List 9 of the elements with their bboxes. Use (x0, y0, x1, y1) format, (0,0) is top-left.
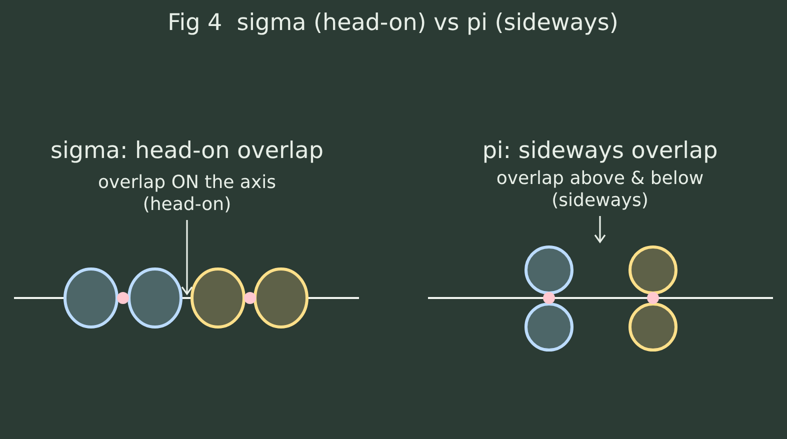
pi-overlap-drawing (428, 246, 773, 352)
panel-heading: sigma: head-on overlap (50, 138, 324, 164)
callout-text: overlap above & below (sideways) (450, 168, 750, 212)
sigma-overlap-drawing (14, 268, 359, 328)
leader-arrow (181, 220, 193, 295)
panel-heading: pi: sideways overlap (482, 138, 718, 164)
leader-arrow (594, 216, 606, 243)
figure-title: Fig 4 sigma (head-on) vs pi (sideways) (168, 10, 618, 36)
callout-text: overlap ON the axis (head-on) (67, 172, 307, 216)
